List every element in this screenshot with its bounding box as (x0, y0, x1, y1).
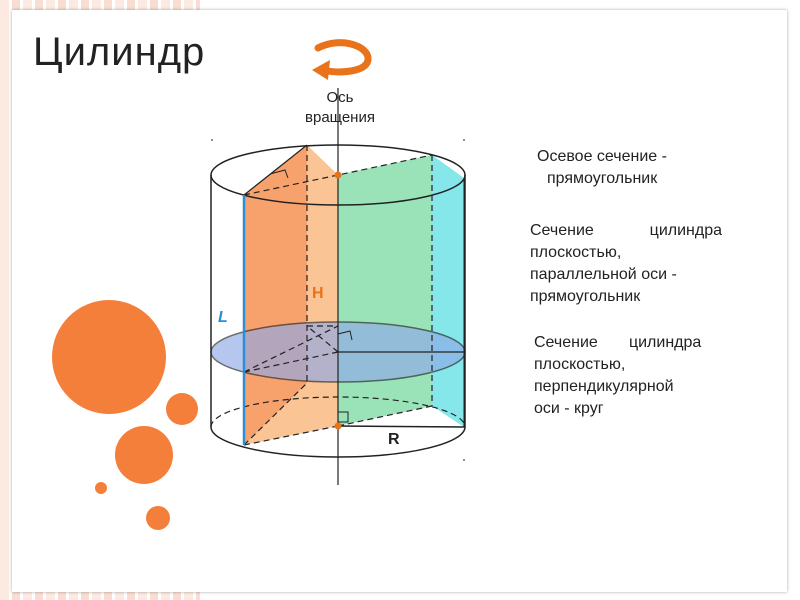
height-label: H (312, 285, 324, 302)
page-title: Цилиндр (33, 30, 206, 74)
decor-circle-small-right (166, 393, 198, 425)
caption-axial-line1: Осевое сечение - (537, 148, 667, 165)
axis-label-line1: Ось (326, 89, 354, 106)
axis-label: Ось вращения (290, 88, 390, 128)
caption-parallel-line1: Сечение цилиндра (530, 222, 722, 239)
caption-parallel-line2: плоскостью, (530, 244, 622, 261)
caption-perpendicular-line2: плоскостью, (534, 356, 626, 373)
caption-perpendicular-line1: Сечение цилиндра (534, 334, 702, 351)
decor-circle-medium (115, 426, 173, 484)
caption-parallel-line3: параллельной оси - (530, 266, 677, 283)
caption-perpendicular-line4: оси - круг (534, 400, 604, 417)
rotation-arrow-icon (312, 39, 372, 80)
caption-axial-line2: прямоугольник (547, 170, 658, 187)
green-section-plane (338, 155, 432, 426)
decor-circle-tiny (95, 482, 107, 494)
caption-perpendicular-section: Сечение цилиндра плоскостью, перпендикул… (534, 332, 746, 420)
caption-perpendicular-line3: перпендикулярной (534, 378, 674, 395)
radius-label: R (388, 431, 400, 448)
decor-circle-large (52, 300, 166, 414)
caption-parallel-line4: прямоугольник (530, 288, 641, 305)
cyan-section-plane (432, 155, 464, 427)
axis-bottom-point (334, 422, 342, 430)
decor-circle-small-bottom (146, 506, 170, 530)
axis-label-line2: вращения (305, 109, 375, 126)
orange-section-plane (244, 145, 338, 445)
caption-axial-section: Осевое сечение - прямоугольник (537, 146, 707, 190)
caption-parallel-section: Сечение цилиндра плоскостью, параллельно… (530, 220, 722, 308)
axis-top-point (334, 171, 342, 179)
generatrix-label: L (218, 309, 228, 326)
